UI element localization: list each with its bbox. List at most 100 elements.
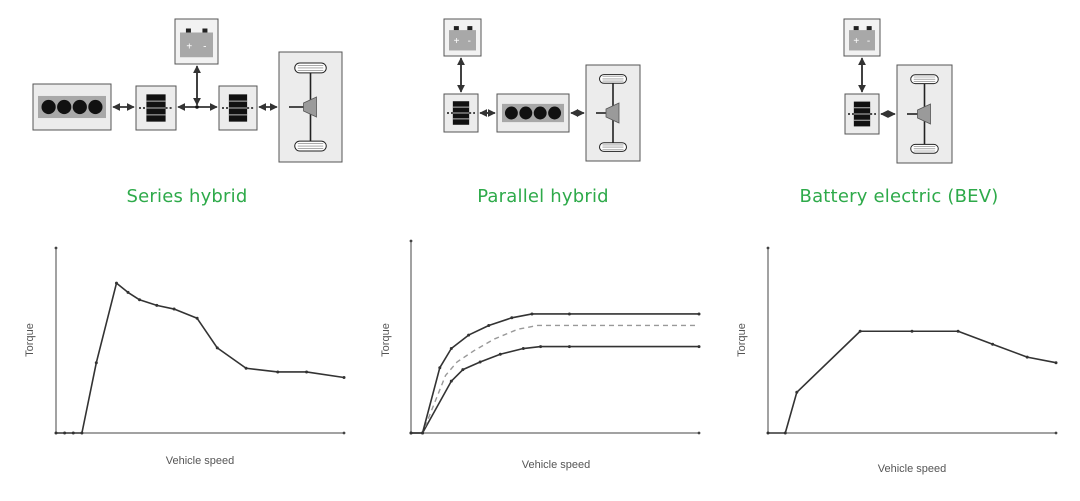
engine-cylinder: [57, 99, 72, 115]
engine-cylinder: [72, 99, 87, 115]
data-point: [114, 281, 118, 285]
data-point: [342, 376, 346, 379]
chart-bev-xlabel: Vehicle speed: [877, 463, 947, 475]
battery-body: [449, 30, 476, 51]
battery-terminal: [467, 26, 473, 31]
data-point: [244, 366, 248, 370]
battery-terminal: [185, 28, 191, 33]
data-point: [71, 431, 75, 435]
engine-icon: [496, 93, 570, 133]
engine-cylinder: [519, 106, 533, 120]
data-point: [195, 316, 199, 320]
battery-minus: -: [468, 36, 471, 47]
x-axis-end: [1054, 431, 1058, 435]
chart-parallel-ylabel: Torque: [380, 323, 392, 357]
engine-cylinder: [41, 99, 56, 115]
battery-plus: +: [186, 41, 192, 52]
torque-curve: [411, 313, 699, 434]
data-point: [991, 342, 995, 346]
data-point: [539, 345, 543, 349]
chart-series-ylabel: Torque: [24, 323, 36, 357]
torque-curve: [56, 282, 345, 434]
engine-cylinder: [504, 106, 518, 120]
axle-wheels-icon: [896, 64, 953, 164]
torque-curve: [411, 345, 699, 434]
y-axis-end: [54, 246, 58, 250]
battery-icon: +-: [443, 18, 482, 57]
data-point: [567, 345, 571, 349]
battery-terminal: [866, 26, 872, 31]
data-point: [438, 366, 442, 370]
motor-icon: [218, 85, 258, 131]
data-point: [795, 390, 799, 394]
differential: [303, 96, 317, 118]
battery-icon: +-: [843, 18, 881, 57]
data-point: [783, 431, 787, 435]
differential: [917, 103, 931, 125]
data-point: [766, 431, 770, 435]
data-point: [155, 303, 159, 307]
differential: [605, 102, 620, 124]
y-axis-end: [409, 239, 413, 243]
battery-minus: -: [203, 41, 206, 52]
data-point: [697, 345, 701, 349]
generator-icon: [135, 85, 177, 131]
battery-body: [849, 30, 875, 51]
data-point: [54, 431, 58, 435]
chart-series-xlabel: Vehicle speed: [165, 455, 235, 467]
data-point: [697, 312, 701, 316]
data-point: [94, 361, 98, 365]
torque-curve: [768, 330, 1057, 434]
junction-dot: [195, 105, 199, 109]
data-point: [409, 431, 413, 435]
battery-plus: +: [853, 36, 859, 47]
battery-plus: +: [454, 36, 460, 47]
data-point: [421, 431, 425, 435]
data-point: [1025, 355, 1029, 359]
data-point: [858, 329, 862, 333]
motor-icon: [443, 93, 479, 133]
y-axis-end: [766, 246, 770, 250]
axle-wheels-icon: [278, 51, 343, 163]
battery-minus: -: [867, 36, 870, 47]
data-point: [276, 370, 280, 374]
data-point: [461, 368, 465, 372]
motor-icon: [844, 93, 880, 135]
chart-series-hybrid: [54, 246, 346, 435]
parallel-hybrid-diagram: +-: [443, 18, 641, 162]
data-point: [449, 347, 453, 351]
bev-title: Battery electric (BEV): [799, 186, 999, 207]
data-point: [498, 352, 502, 356]
data-point: [172, 307, 176, 311]
data-point: [487, 323, 491, 327]
data-point: [510, 316, 514, 320]
axle-wheels-icon: [585, 64, 641, 162]
data-point: [956, 329, 960, 333]
chart-parallel-xlabel: Vehicle speed: [521, 459, 591, 471]
engine-cylinder: [533, 106, 547, 120]
chart-bev-ylabel: Torque: [736, 323, 748, 357]
data-point: [449, 379, 453, 383]
data-point: [478, 360, 482, 364]
parallel-hybrid-title: Parallel hybrid: [477, 186, 609, 207]
engine-icon: [32, 83, 112, 131]
engine-block: [38, 95, 106, 119]
data-point: [80, 431, 84, 435]
data-point: [215, 346, 219, 350]
data-point: [63, 431, 67, 435]
generator-icon-box: [135, 85, 177, 131]
battery-terminal: [853, 26, 859, 31]
battery-terminal: [202, 28, 208, 33]
chart-parallel-hybrid: [409, 239, 701, 435]
bev-diagram: +-: [843, 18, 953, 164]
data-point: [138, 298, 142, 302]
chart-bev: [766, 246, 1058, 435]
battery-terminal: [453, 26, 459, 31]
x-axis-end: [697, 431, 701, 435]
data-point: [467, 333, 471, 337]
data-point: [1054, 361, 1058, 365]
data-point: [567, 312, 571, 316]
data-point: [521, 347, 525, 351]
x-axis-end: [342, 431, 346, 435]
